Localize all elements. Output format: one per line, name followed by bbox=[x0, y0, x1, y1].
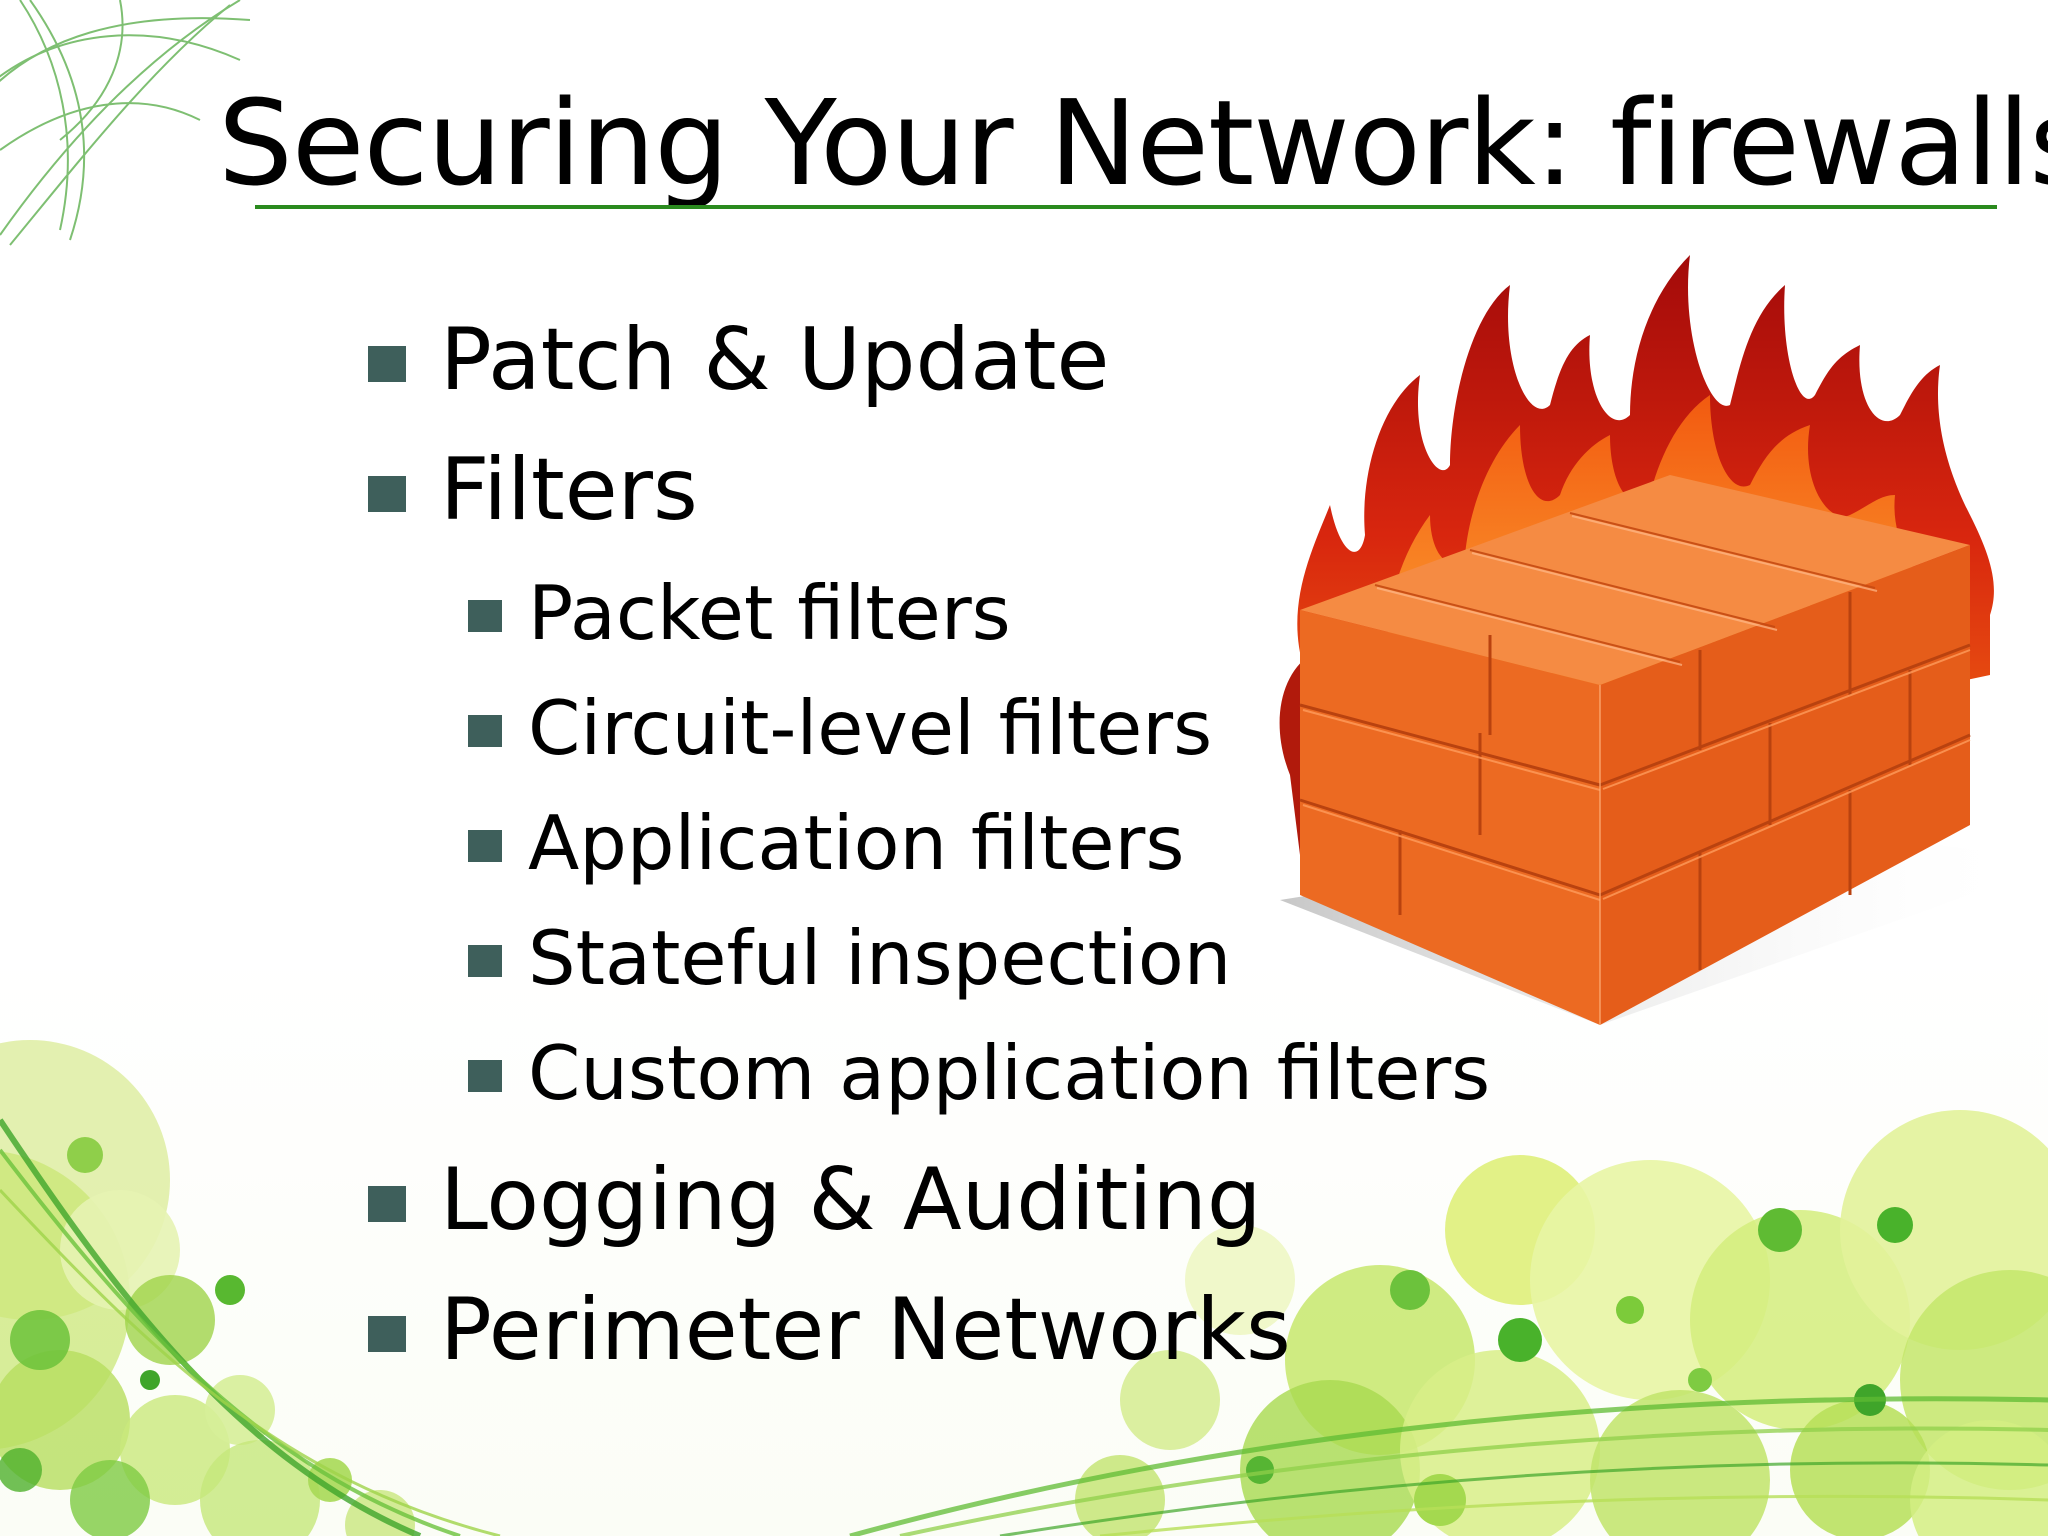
bottom-sweep-lines bbox=[0, 1118, 2048, 1536]
top-left-swirl bbox=[0, 0, 251, 246]
sub-bullet-text: Stateful inspection bbox=[528, 914, 1232, 1002]
sub-bullet-text: Application filters bbox=[528, 799, 1185, 887]
bullet-text: Filters bbox=[440, 440, 698, 540]
sub-bullet-text: Custom application filters bbox=[528, 1029, 1491, 1117]
bullet-square-icon bbox=[468, 1060, 502, 1092]
bullet-text: Logging & Auditing bbox=[440, 1150, 1262, 1250]
firewall-icon bbox=[1279, 255, 2030, 1025]
bullet-square-icon bbox=[368, 1316, 406, 1352]
sub-bullet-text: Packet filters bbox=[528, 569, 1011, 657]
bottom-right-bubbles bbox=[1075, 1110, 2048, 1536]
bullet-text: Patch & Update bbox=[440, 310, 1110, 410]
sub-bullet-text: Circuit-level filters bbox=[528, 684, 1213, 772]
bullet-square-icon bbox=[468, 830, 502, 862]
bullet-square-icon bbox=[368, 476, 406, 512]
bullet-square-icon bbox=[468, 715, 502, 747]
bullet-text: Perimeter Networks bbox=[440, 1280, 1291, 1380]
slide-title: Securing Your Network: firewalls bbox=[218, 74, 2048, 212]
bullet-square-icon bbox=[368, 346, 406, 382]
bullet-square-icon bbox=[468, 600, 502, 632]
title-underline bbox=[255, 205, 1997, 209]
brick-wall bbox=[1299, 475, 1971, 1025]
bullet-square-icon bbox=[468, 945, 502, 977]
bullet-square-icon bbox=[368, 1186, 406, 1222]
